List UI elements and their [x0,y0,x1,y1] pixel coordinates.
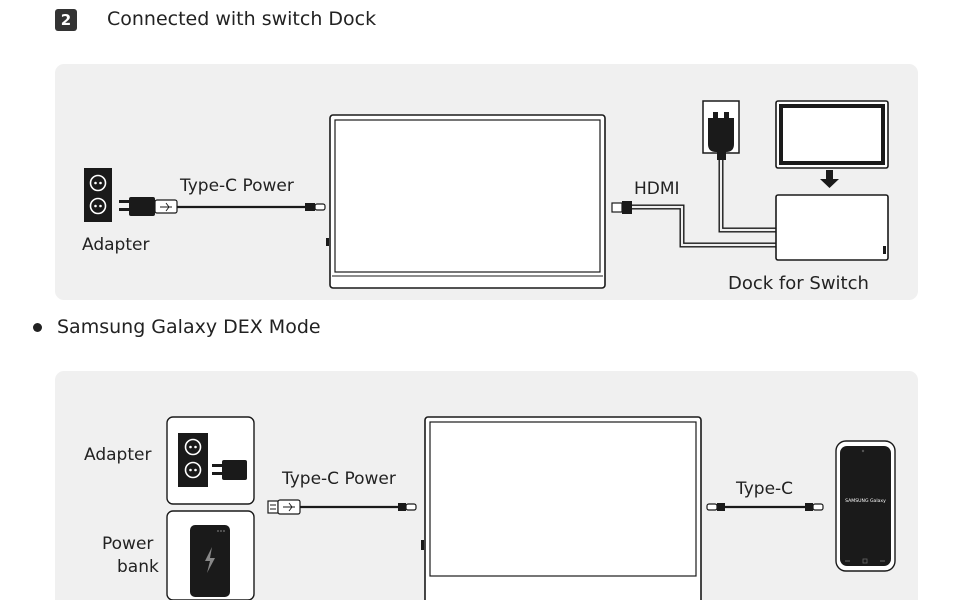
hdmi-label: HDMI [634,179,680,199]
power-bank-label-line1: Power [102,534,154,554]
type-c-label: Type-C [736,479,794,499]
portable-monitor-icon [326,114,606,289]
samsung-phone-icon [835,440,896,572]
down-arrow-icon [820,170,839,188]
step-number-badge: 2 [55,9,77,31]
dock-for-switch-label: Dock for Switch [728,273,869,294]
type-c-cable-icon [706,503,824,511]
type-c-power-label: Type-C Power [180,176,294,196]
adapter-label: Adapter [82,235,150,255]
section-title-switch-dock: Connected with switch Dock [107,8,377,30]
bullet-icon [33,323,42,332]
power-bank-box-icon [166,510,255,600]
adapter-box-icon [166,416,255,505]
wall-outlet-icon [84,168,112,222]
adapter-label: Adapter [84,445,152,465]
type-c-power-label: Type-C Power [282,469,396,489]
switch-console-icon [775,100,889,169]
dock-power-adapter-icon [702,100,776,233]
portable-monitor-icon [421,416,702,600]
usb-type-c-power-cable-icon [267,499,417,515]
type-c-power-cable-icon [177,203,326,211]
phone-screen-text: SAMSUNG Galaxy [845,498,886,504]
power-adapter-icon [119,197,178,216]
section-title-dex-mode: Samsung Galaxy DEX Mode [57,316,321,338]
hdmi-cable-icon [611,201,776,248]
switch-dock-icon [775,194,889,261]
power-bank-label-line2: bank [117,557,159,577]
